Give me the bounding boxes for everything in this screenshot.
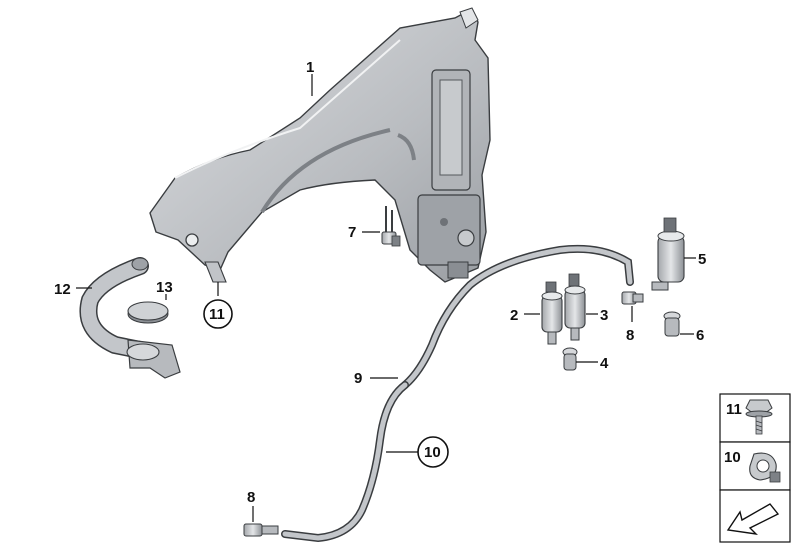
filter-small	[562, 347, 578, 371]
label-hose-circled: 10	[424, 444, 441, 461]
label-sensor: 7	[348, 224, 356, 241]
label-tank: 1	[306, 59, 314, 76]
connector-upper	[621, 291, 644, 305]
label-nut-circled: 11	[209, 306, 225, 323]
label-filler-pipe: 12	[54, 281, 71, 298]
hose-clip-icon	[749, 452, 781, 483]
label-pump-single: 5	[698, 251, 706, 268]
label-cap: 13	[156, 279, 173, 296]
part-labels: 1 7 11 12 13 2 3 4 5 6 8 9 10 8	[54, 59, 706, 506]
level-sensor	[381, 206, 401, 247]
reservoir-cap	[127, 301, 169, 324]
label-connector-lower: 8	[247, 489, 255, 506]
legend-label-nut: 11	[726, 401, 742, 418]
leader-lines	[76, 74, 696, 522]
hose-upper	[401, 244, 634, 389]
connector-lower	[243, 523, 279, 537]
washer-pump-left	[541, 281, 563, 345]
legend-label-clip: 10	[724, 449, 741, 466]
label-hose-main: 9	[354, 370, 362, 387]
label-filter-right: 6	[696, 327, 704, 344]
flange-nut-icon	[745, 399, 773, 435]
hose-lower	[281, 381, 409, 543]
label-connector-upper: 8	[626, 327, 634, 344]
label-filter-small: 4	[600, 355, 609, 372]
label-pump-right: 3	[600, 307, 608, 324]
legend-panel: 11 10	[719, 393, 791, 543]
washer-pump-right	[564, 273, 586, 341]
label-pump-left: 2	[510, 307, 518, 324]
washer-pump-single	[651, 217, 685, 291]
washer-reservoir	[149, 7, 491, 283]
arrow-down-left-icon	[726, 503, 780, 535]
filter-right	[663, 311, 681, 337]
filler-pipe	[79, 257, 181, 379]
label-circle-nut	[203, 299, 233, 329]
label-circle-hose	[417, 436, 449, 468]
